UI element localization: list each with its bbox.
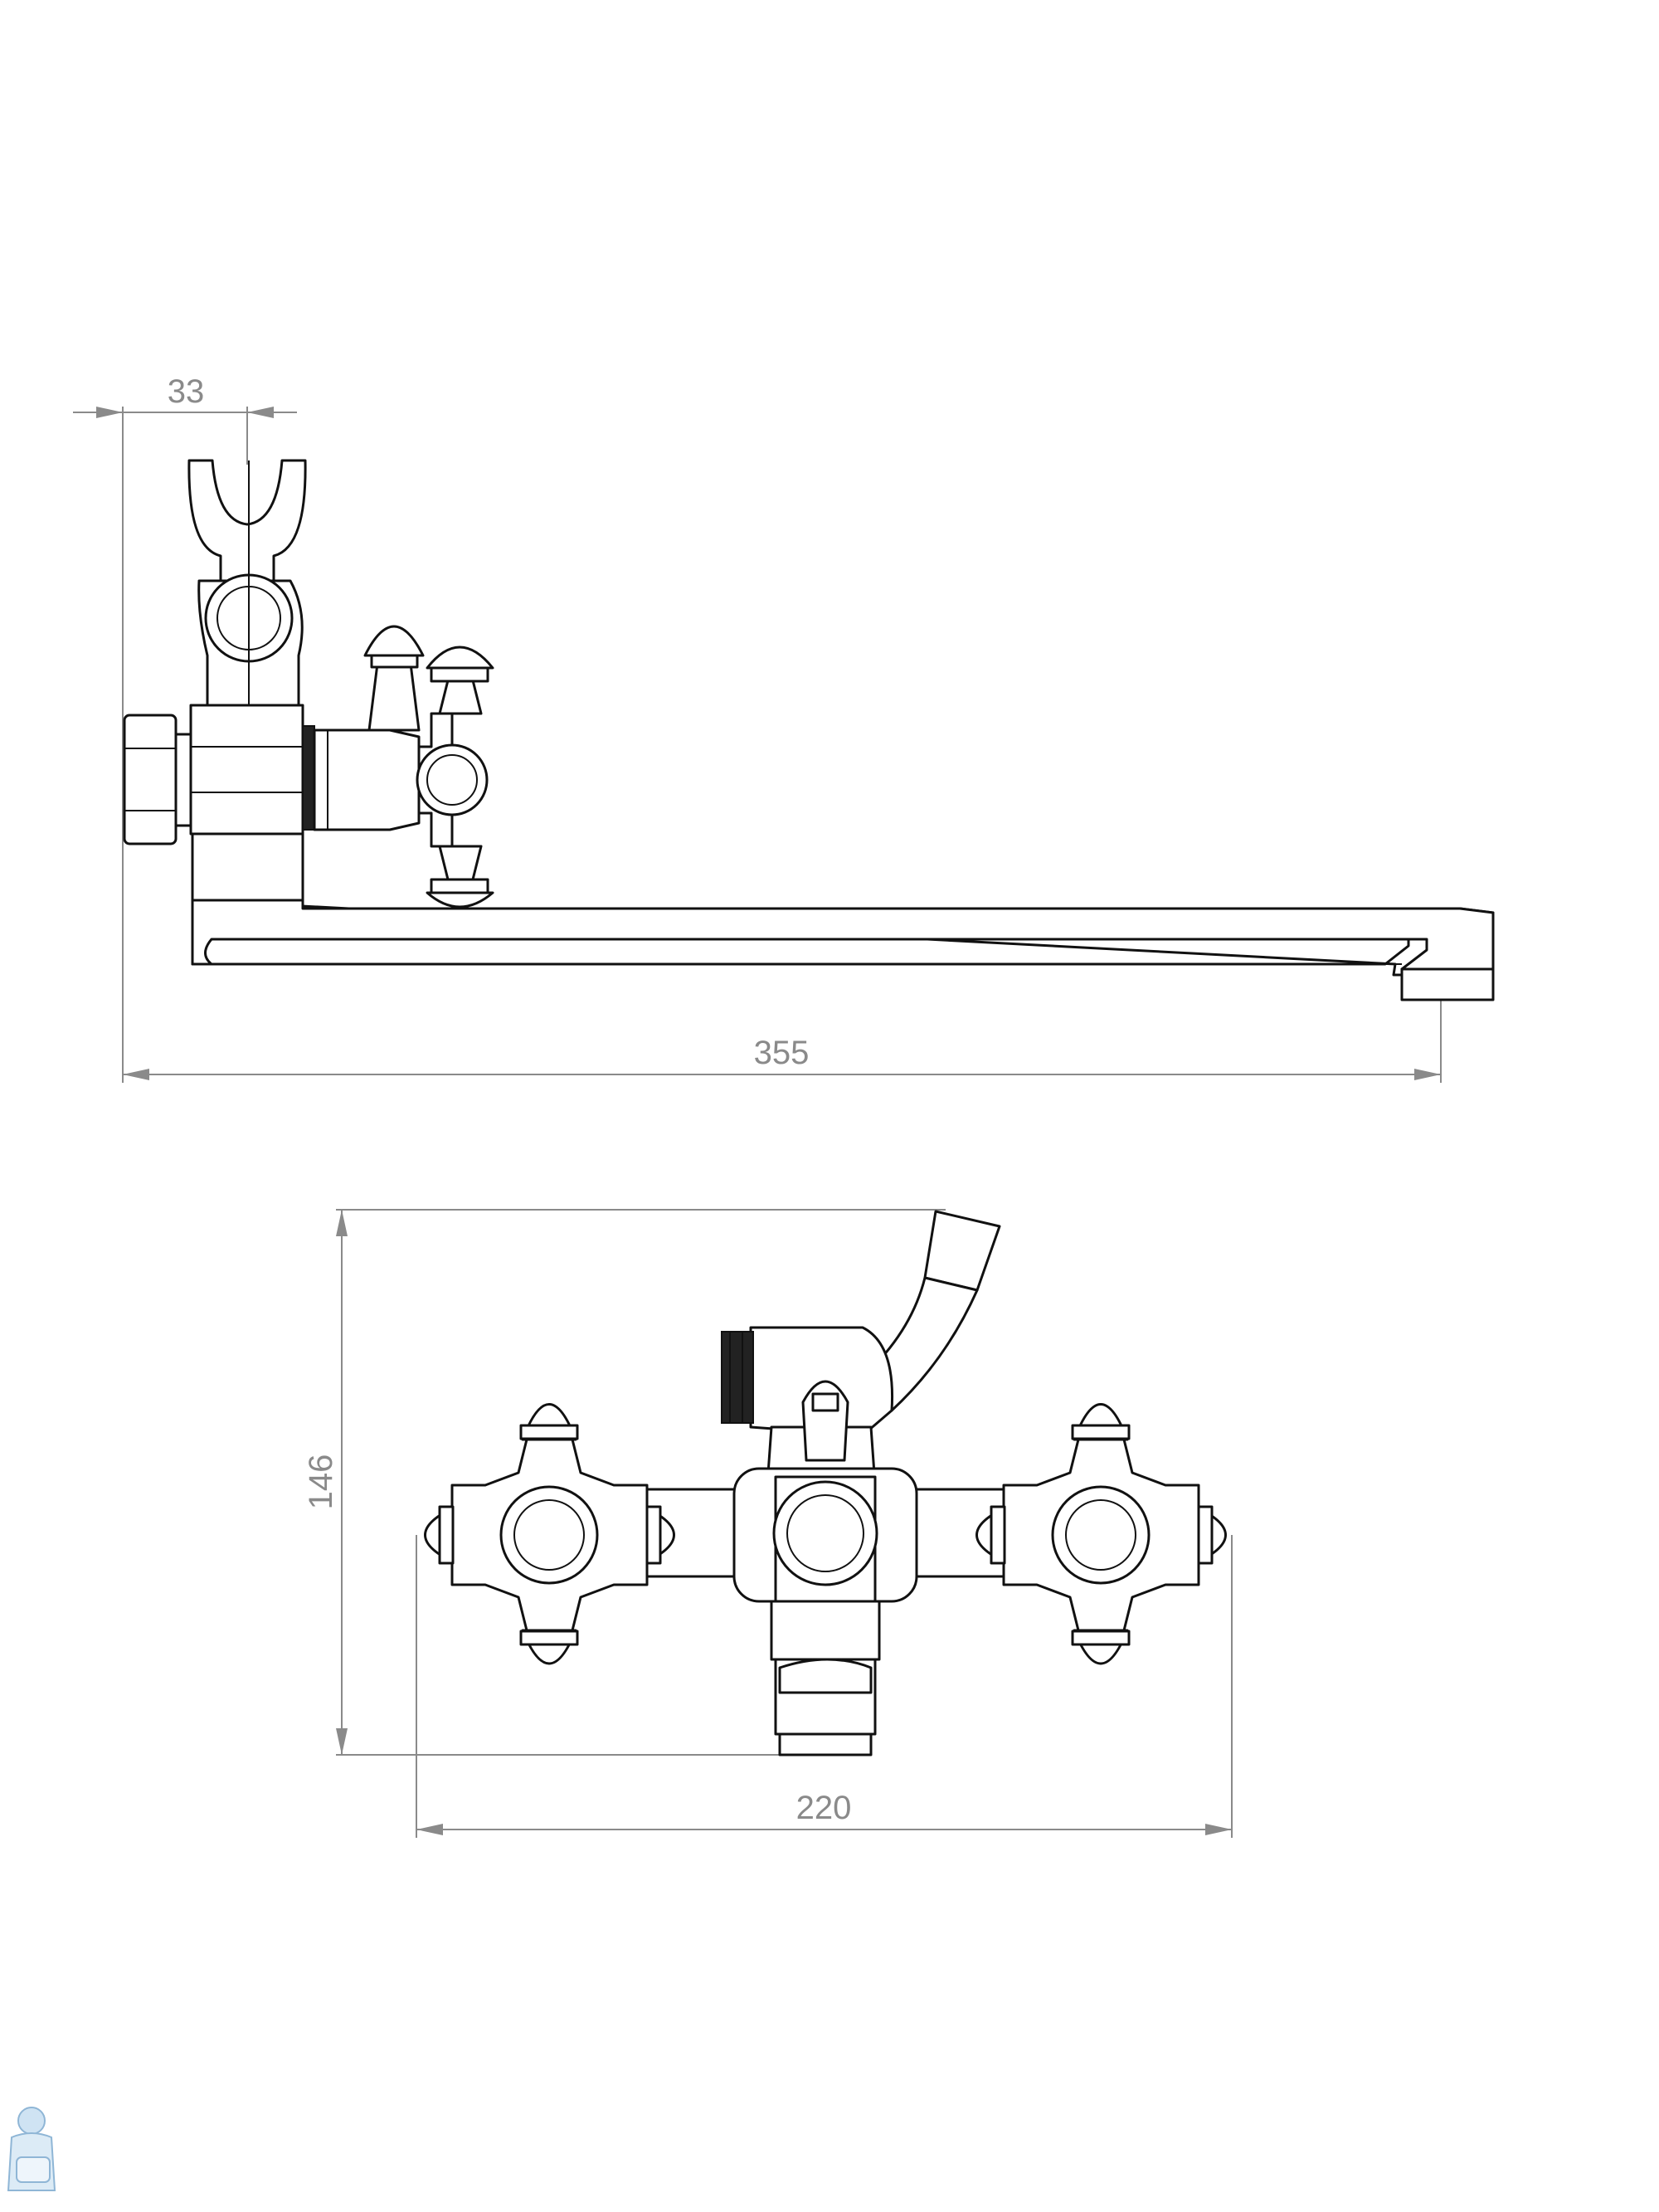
dim-146-label: 146 — [303, 1454, 339, 1510]
dimension-33: 33 — [73, 373, 297, 1083]
valve-body — [189, 704, 421, 902]
side-handle — [363, 625, 494, 909]
left-handle — [424, 1403, 675, 1665]
right-handle — [975, 1403, 1227, 1665]
central-body — [571, 1380, 1097, 1756]
shower-holder — [187, 459, 307, 707]
front-view: 146 220 — [303, 1209, 1233, 1838]
spout-side — [191, 899, 1495, 1001]
dim-355-label: 355 — [754, 1035, 810, 1071]
wall-nut — [123, 714, 192, 845]
shower-outlet — [721, 1210, 1001, 1437]
dimension-220: 220 — [416, 1535, 1233, 1838]
dim-33-label: 33 — [168, 373, 205, 410]
dim-220-label: 220 — [796, 1790, 852, 1826]
plumber-mascot-icon — [7, 2107, 56, 2191]
dimension-355: 355 — [123, 996, 1442, 1083]
side-view: 33 355 — [73, 373, 1495, 1083]
dimension-146: 146 — [303, 1209, 946, 1756]
